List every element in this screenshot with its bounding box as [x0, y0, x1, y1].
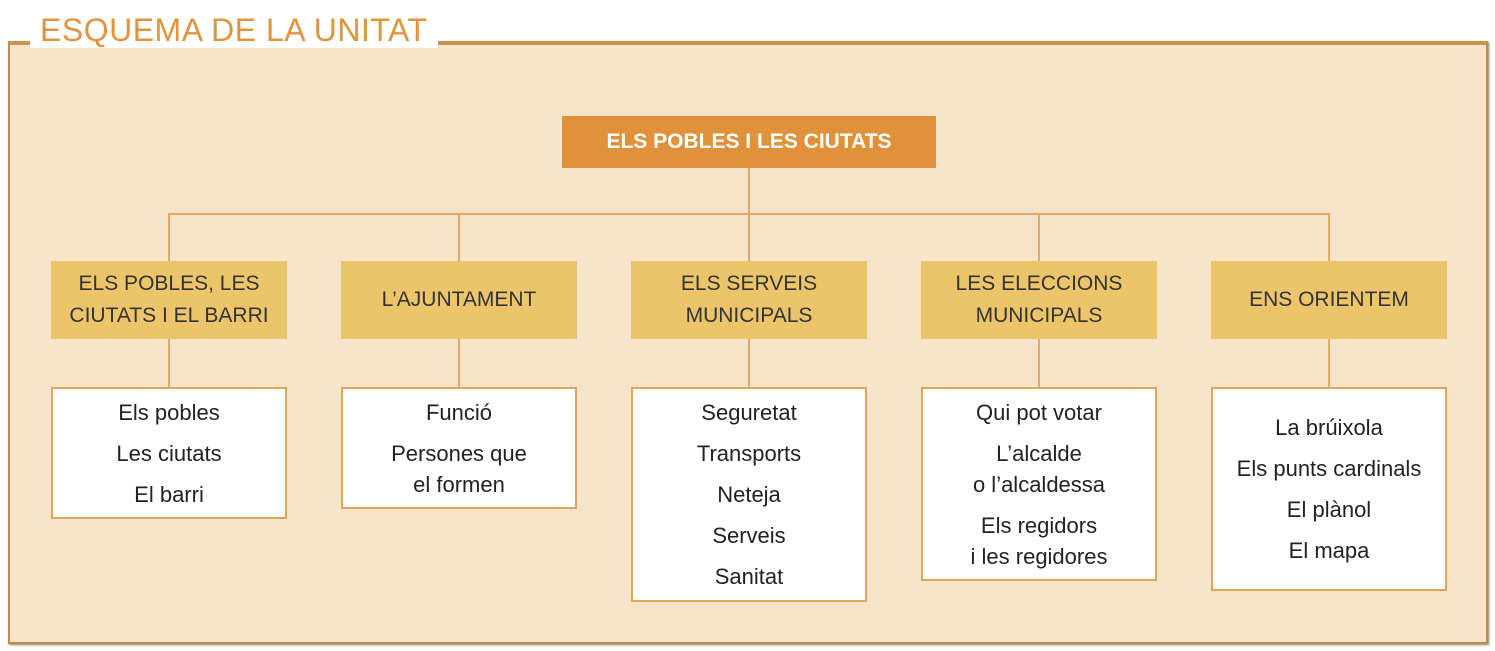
- root-node: ELS POBLES I LES CIUTATS: [562, 116, 936, 168]
- leaf-item: Els punts cardinals: [1236, 456, 1422, 481]
- connector-root: [748, 168, 750, 214]
- leaf-item: El barri: [134, 481, 204, 507]
- connector-category: [168, 214, 170, 261]
- scheme-title: ESQUEMA DE LA UNITAT: [30, 12, 438, 48]
- category-node: ELS SERVEIS MUNICIPALS: [631, 261, 867, 339]
- connector-leaf: [1038, 339, 1040, 387]
- leaf-item: L’alcalde o l’alcaldessa: [972, 440, 1106, 497]
- leaf-item: Neteja: [717, 482, 781, 507]
- leaf-item: Seguretat: [701, 400, 797, 425]
- connector-category: [458, 214, 460, 261]
- leaf-item: La brúixola: [1275, 415, 1383, 440]
- category-node: ELS POBLES, LES CIUTATS I EL BARRI: [51, 261, 287, 339]
- leaf-item: Les ciutats: [116, 440, 222, 466]
- leaf-item: Persones que el formen: [391, 440, 527, 497]
- connector-leaf: [168, 339, 170, 387]
- category-node: L’AJUNTAMENT: [341, 261, 577, 339]
- connector-category: [1038, 214, 1040, 261]
- leaf-item: Serveis: [712, 523, 786, 548]
- connector-category: [1328, 214, 1330, 261]
- connector-leaf: [458, 339, 460, 387]
- leaf-item: El mapa: [1288, 538, 1370, 563]
- connector-category: [748, 214, 750, 261]
- connector-leaf: [748, 339, 750, 387]
- category-node: ENS ORIENTEM: [1211, 261, 1447, 339]
- leaf-item: Qui pot votar: [976, 399, 1102, 425]
- leaf-item: Els pobles: [118, 399, 220, 425]
- leaf-item: Funció: [425, 399, 493, 425]
- leaf-item: Transports: [696, 441, 802, 466]
- connector-leaf: [1328, 339, 1330, 387]
- category-node: LES ELECCIONS MUNICIPALS: [921, 261, 1157, 339]
- leaf-item: El plànol: [1286, 497, 1372, 522]
- leaf-item: Sanitat: [714, 564, 784, 589]
- leaf-item: Els regidors i les regidores: [970, 512, 1108, 569]
